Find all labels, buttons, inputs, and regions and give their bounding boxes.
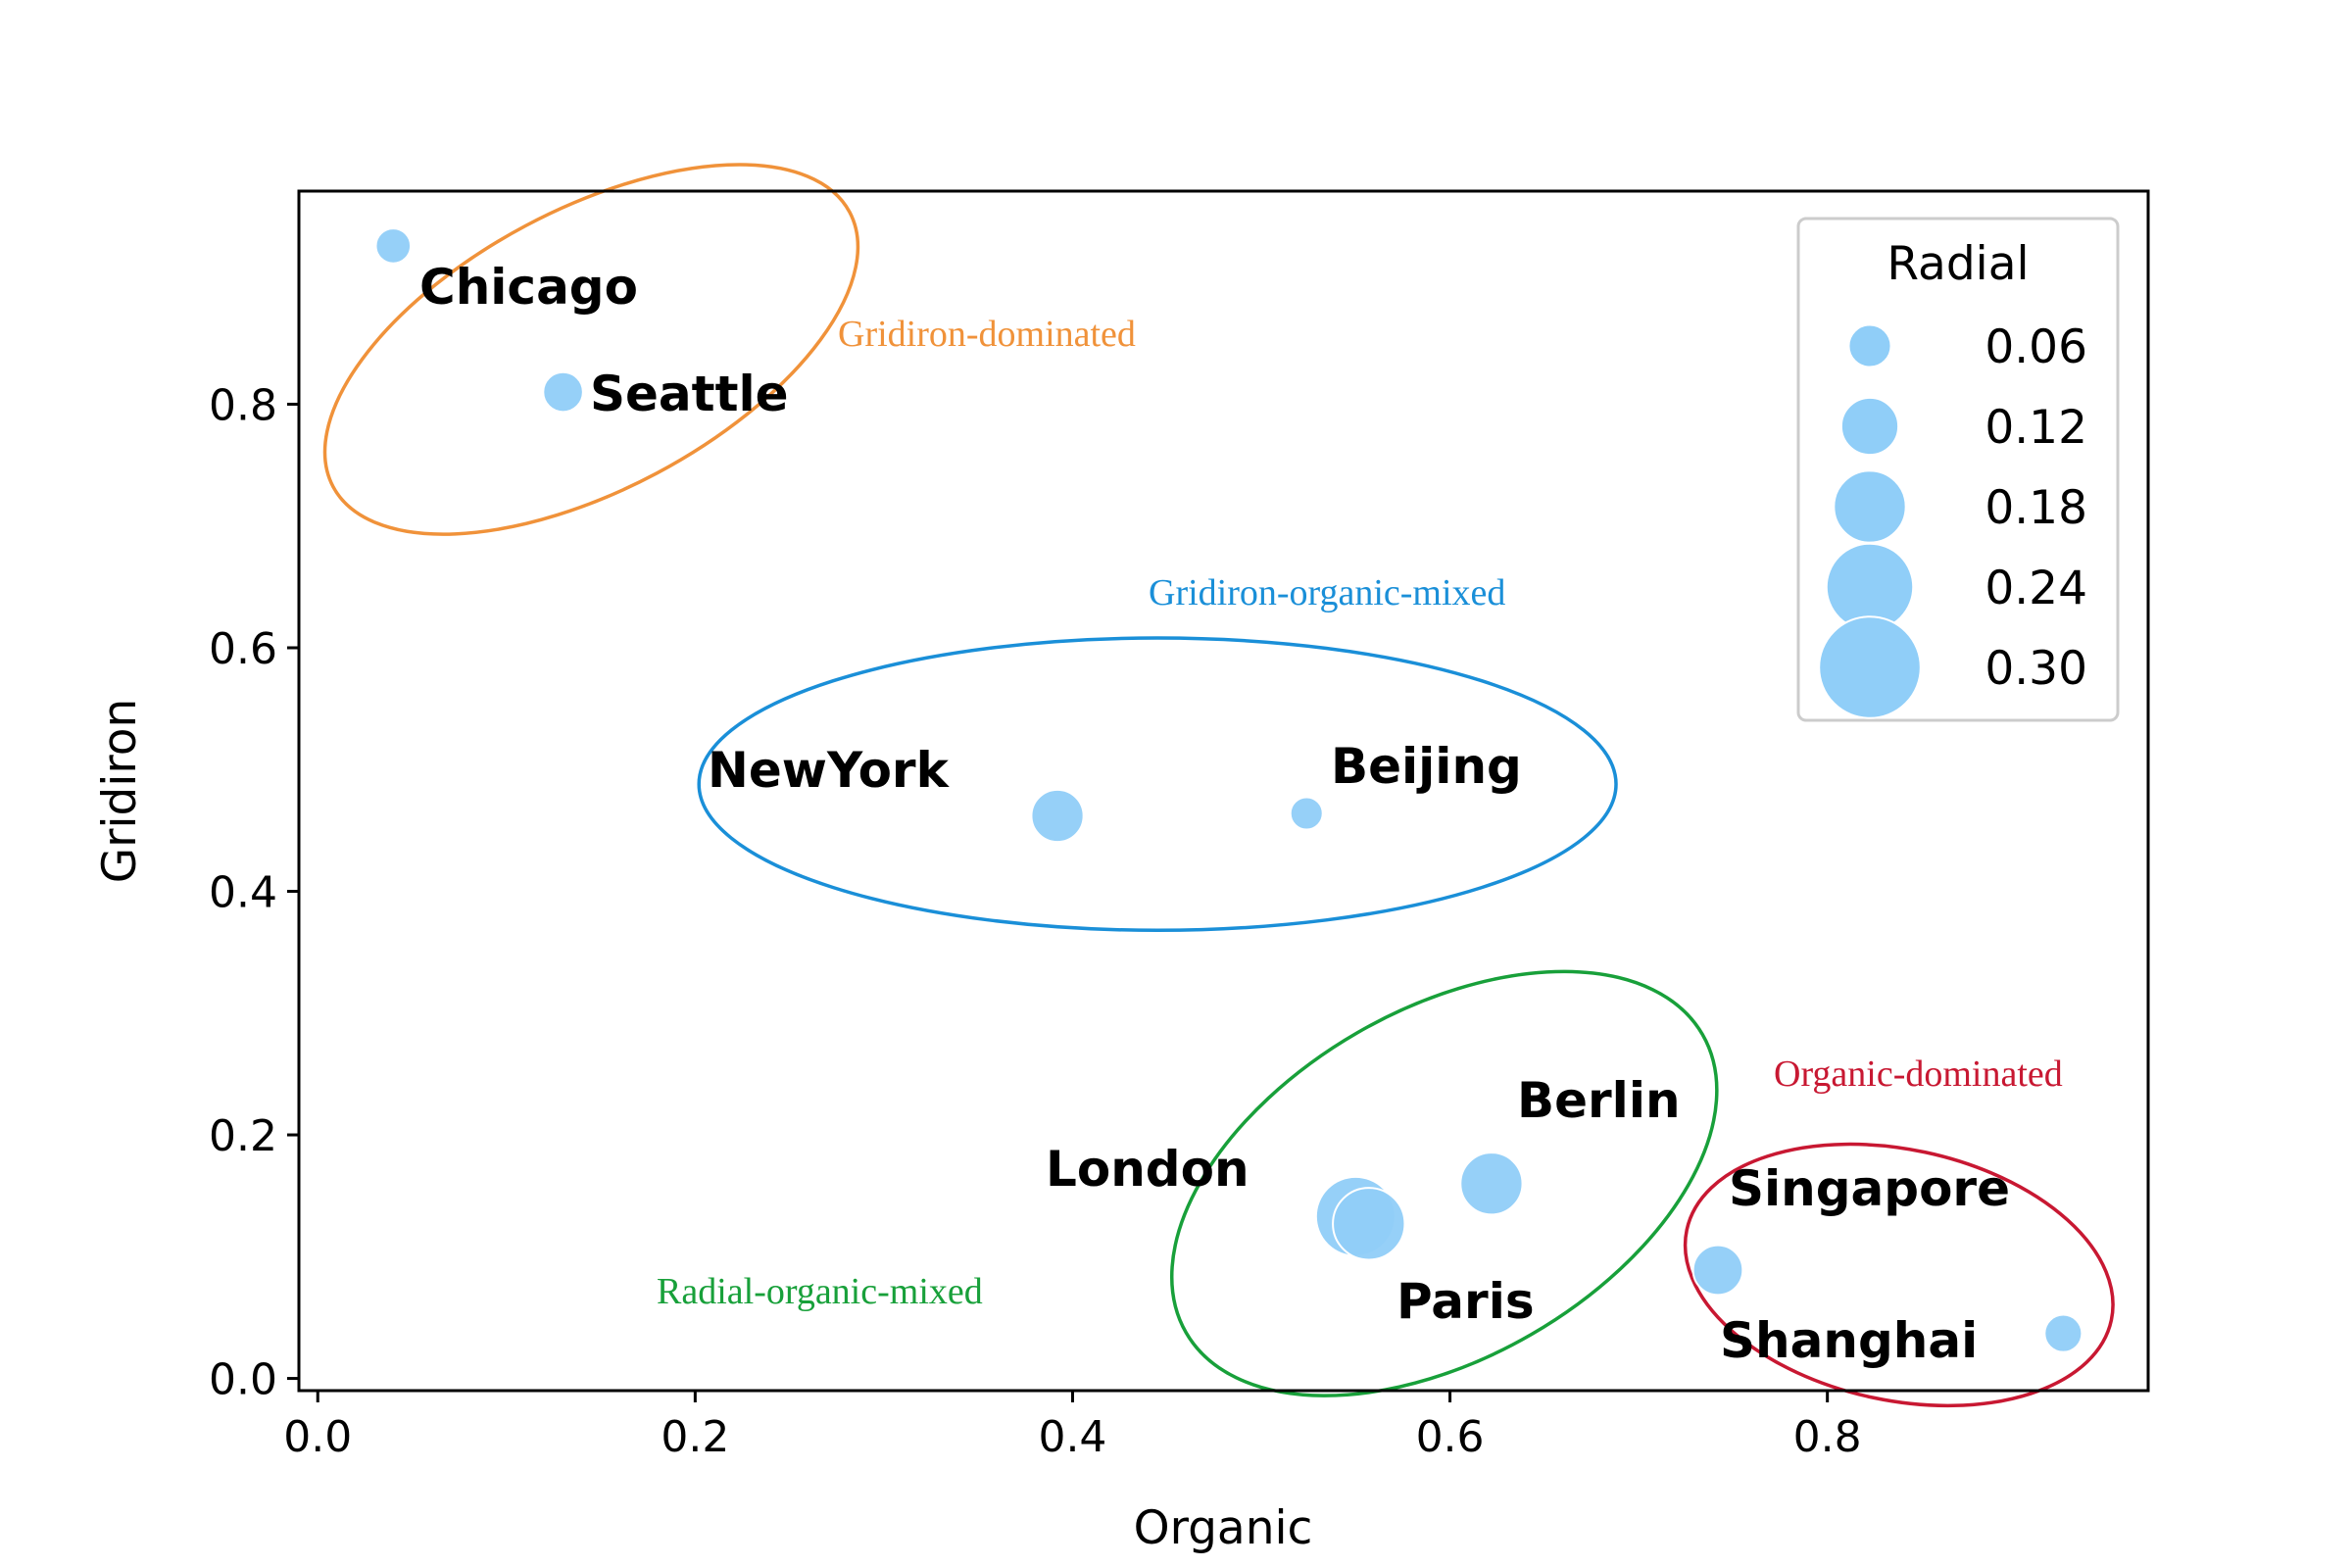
data-points bbox=[374, 227, 2083, 1353]
x-tick-label: 0.6 bbox=[1416, 1412, 1485, 1462]
legend-title: Radial bbox=[1886, 237, 2029, 291]
legend-entries: 0.06 0.12 0.18 0.24 0.30 bbox=[1818, 320, 2087, 719]
legend-label: 0.18 bbox=[1984, 481, 2087, 535]
legend-label: 0.24 bbox=[1984, 562, 2087, 615]
city-label-newyork: NewYork bbox=[708, 742, 951, 799]
y-tick-label: 0.4 bbox=[209, 868, 277, 918]
city-label-paris: Paris bbox=[1396, 1273, 1535, 1330]
plot-frame bbox=[297, 189, 2150, 1393]
x-axis-ticks: 0.0 0.2 0.4 0.6 0.8 bbox=[283, 1391, 1862, 1462]
group-label-organic-dominated: Organic-dominated bbox=[1774, 1054, 2063, 1095]
y-axis-ticks: 0.0 0.2 0.4 0.6 0.8 bbox=[209, 380, 299, 1405]
group-ellipse-organic-dominated bbox=[1683, 1142, 2115, 1408]
group-ellipse-radial-organic-mixed bbox=[1169, 969, 1719, 1397]
city-label-singapore: Singapore bbox=[1729, 1160, 2010, 1217]
point-newyork bbox=[1030, 788, 1085, 844]
legend-marker bbox=[1847, 323, 1892, 368]
city-label-london: London bbox=[1046, 1141, 1250, 1198]
group-label-gridiron-dominated: Gridiron-dominated bbox=[838, 314, 1136, 355]
x-tick-label: 0.2 bbox=[661, 1412, 729, 1462]
legend-marker bbox=[1839, 396, 1900, 457]
legend-marker bbox=[1818, 615, 1922, 719]
legend-label: 0.12 bbox=[1984, 401, 2087, 455]
x-tick-label: 0.4 bbox=[1038, 1412, 1106, 1462]
city-label-berlin: Berlin bbox=[1517, 1072, 1681, 1129]
legend-marker bbox=[1833, 469, 1907, 544]
group-ellipse-gridiron-dominated bbox=[322, 163, 860, 536]
point-shanghai bbox=[2043, 1313, 2083, 1353]
point-singapore bbox=[1691, 1244, 1744, 1297]
y-tick-label: 0.6 bbox=[209, 624, 277, 674]
group-label-gridiron-organic-mixed: Gridiron-organic-mixed bbox=[1149, 572, 1505, 613]
x-axis-label: Organic bbox=[1134, 1501, 1313, 1555]
y-tick-label: 0.2 bbox=[209, 1111, 277, 1161]
city-label-chicago: Chicago bbox=[419, 259, 638, 316]
point-chicago bbox=[374, 227, 413, 265]
x-tick-label: 0.8 bbox=[1793, 1412, 1862, 1462]
city-label-seattle: Seattle bbox=[590, 366, 789, 422]
point-beijing bbox=[1289, 796, 1324, 831]
point-berlin bbox=[1459, 1152, 1524, 1216]
legend: Radial 0.06 0.12 0.18 0.24 0.30 bbox=[1796, 217, 2120, 722]
group-ellipse-gridiron-organic-mixed bbox=[697, 636, 1618, 933]
group-label-radial-organic-mixed: Radial-organic-mixed bbox=[657, 1271, 983, 1312]
city-label-beijing: Beijing bbox=[1331, 738, 1522, 795]
group-labels: Gridiron-dominatedGridiron-organic-mixed… bbox=[657, 314, 2063, 1312]
legend-label: 0.06 bbox=[1984, 320, 2087, 374]
city-label-shanghai: Shanghai bbox=[1720, 1312, 1978, 1369]
axes bbox=[297, 189, 2150, 1393]
legend-label: 0.30 bbox=[1984, 642, 2087, 696]
point-seattle bbox=[542, 370, 584, 414]
y-tick-label: 0.0 bbox=[209, 1355, 277, 1405]
y-axis-label: Gridiron bbox=[93, 699, 147, 884]
group-ellipses bbox=[322, 163, 2115, 1408]
y-tick-label: 0.8 bbox=[209, 380, 277, 430]
point-paris bbox=[1332, 1187, 1406, 1261]
x-tick-label: 0.0 bbox=[283, 1412, 352, 1462]
